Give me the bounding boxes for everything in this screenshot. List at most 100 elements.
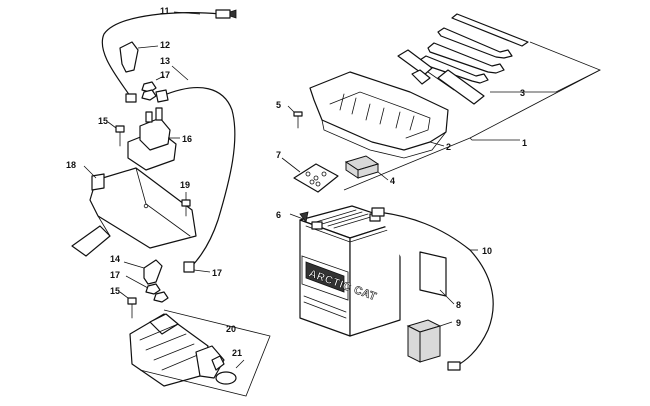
- solenoid-body: [139, 117, 171, 151]
- callout-4: 4: [390, 176, 395, 186]
- screw-19-head: [181, 199, 191, 207]
- callout-16: 16: [182, 134, 192, 144]
- felt-block-9: [406, 319, 453, 363]
- cable-13-lug: [183, 261, 195, 273]
- wrench-tool-2: [427, 42, 505, 74]
- leader-15b: [119, 291, 129, 299]
- o-ring-21: [215, 359, 245, 385]
- cover-inner-1: [329, 91, 431, 139]
- callout-18: 18: [66, 160, 76, 170]
- cover-inner-3: [321, 119, 447, 159]
- cable-11-ring: [229, 9, 237, 19]
- terminal-boot-12: [119, 41, 159, 73]
- screwdriver-handle: [397, 49, 433, 76]
- solenoid-post-1: [145, 111, 153, 123]
- terminal-arrow: [299, 211, 309, 223]
- callout-8: 8: [456, 300, 461, 310]
- cover-screw: [287, 105, 303, 129]
- tool-kit: [397, 13, 601, 105]
- battery-caps: [315, 209, 375, 229]
- boot-14-body: [143, 259, 163, 285]
- callout-1: 1: [522, 138, 527, 148]
- screw-head-5: [293, 111, 303, 117]
- leader-9: [439, 321, 453, 327]
- callout-9: 9: [456, 318, 461, 328]
- callout-17a: 17: [160, 70, 170, 80]
- terminal-boot-14: [123, 259, 163, 285]
- bracket-18-body: [89, 167, 197, 249]
- battery-rim: [305, 225, 395, 243]
- pad-8-body: [419, 251, 447, 297]
- leader-5: [287, 105, 295, 113]
- cover-leader: [429, 141, 445, 147]
- nut-17c-body: [153, 291, 169, 303]
- nut-17b-body: [145, 283, 161, 295]
- starter-motor-20: [129, 309, 271, 397]
- battery-pad-8: [419, 251, 455, 305]
- callout-6: 6: [276, 210, 281, 220]
- o-ring-21-body: [215, 371, 237, 385]
- cable-10-end-bottom: [447, 361, 461, 371]
- felt-block-side: [419, 325, 441, 363]
- leader-4: [377, 171, 389, 181]
- screw-15-lower: [119, 291, 137, 319]
- leader-8: [439, 289, 455, 305]
- bracket-18-foot: [71, 225, 111, 257]
- spark-plug-socket: [437, 69, 485, 105]
- leader-15a: [107, 121, 117, 129]
- leader-12: [137, 45, 159, 49]
- leader-17c: [193, 269, 211, 273]
- leader-17a: [155, 75, 165, 81]
- cable-11-terminal: [215, 9, 231, 19]
- battery-band: [301, 255, 349, 301]
- screw-15-upper: [107, 121, 125, 147]
- leader-14: [123, 261, 145, 269]
- cable-13-body: [161, 87, 236, 269]
- battery-side: [349, 221, 401, 337]
- socket-bit: [411, 69, 431, 85]
- hardware-nut-2: [313, 175, 319, 181]
- hardware-nut-1: [305, 171, 311, 177]
- wrench-tool-3: [419, 55, 489, 84]
- leader-21: [235, 359, 245, 369]
- hardware-nut-4: [315, 181, 321, 187]
- cable-11-lug: [125, 93, 137, 103]
- battery-cover: [309, 71, 449, 159]
- boot-12-body: [119, 41, 139, 73]
- starter-solenoid-16: [127, 107, 180, 171]
- bracket-18-tab: [91, 173, 105, 191]
- felt-pad-4: [344, 155, 389, 181]
- cable-13: [155, 65, 236, 273]
- callout-17b: 17: [110, 270, 120, 280]
- hardware-bag: [293, 163, 339, 193]
- cover-body: [309, 71, 449, 151]
- cable-10-end-top: [371, 207, 385, 217]
- screw-19: [181, 192, 191, 217]
- leader-7: [281, 157, 301, 173]
- felt-block-front: [407, 325, 421, 363]
- wrench-tool-1: [437, 27, 513, 59]
- hardware-nut-3: [321, 171, 327, 177]
- callout-12: 12: [160, 40, 170, 50]
- callout-7: 7: [276, 150, 281, 160]
- callout-14: 14: [110, 254, 120, 264]
- callout-19: 19: [180, 180, 190, 190]
- battery-label-lines: [303, 295, 347, 319]
- leader-20: [139, 309, 271, 397]
- hex-key-tool: [451, 13, 529, 47]
- leader-11: [173, 11, 201, 15]
- kit-bracket-1: [343, 69, 601, 191]
- negative-terminal: [311, 221, 323, 230]
- screw-15b-head: [127, 297, 137, 305]
- motor-gear: [211, 355, 225, 371]
- callout-11: 11: [160, 6, 170, 16]
- leader-18: [83, 165, 97, 179]
- cable-11: [101, 9, 237, 103]
- leader-13: [171, 65, 189, 81]
- nut-17a-body: [141, 81, 157, 93]
- callout-17c: 17: [212, 268, 222, 278]
- leader-17b: [125, 275, 149, 289]
- nut-17a-body-2: [141, 89, 157, 101]
